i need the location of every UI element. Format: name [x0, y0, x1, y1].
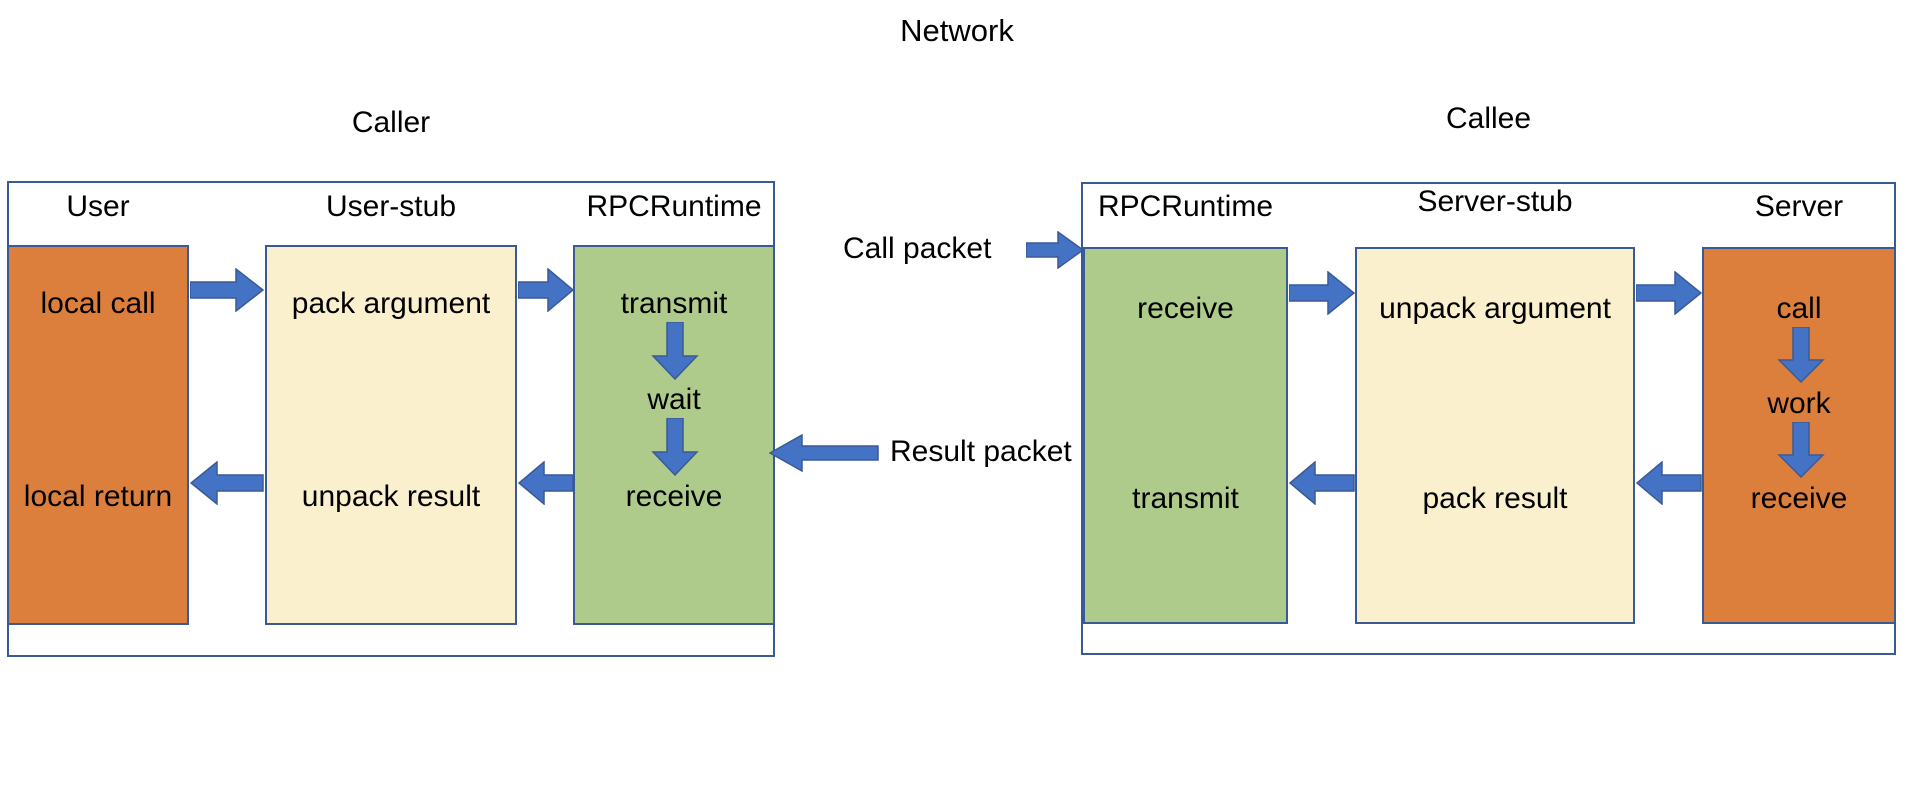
arrow-receive-to-unpackargument	[1289, 271, 1355, 315]
call-packet-label: Call packet	[843, 232, 992, 265]
caller-rpcruntime-step-2: receive	[625, 480, 723, 513]
network-title: Network	[900, 13, 1014, 48]
callee-server-step-1: work	[1767, 387, 1831, 420]
caller-user-header: User	[66, 190, 130, 223]
caller-user-step-1: local return	[23, 480, 173, 513]
callee-rpcruntime-step-0: receive	[1137, 292, 1234, 325]
arrow-localcall-to-packargument	[190, 268, 264, 312]
callee-server-step-2: receive	[1750, 482, 1848, 515]
result-packet-label: Result packet	[890, 435, 1072, 468]
callee-serverstub-step-1: pack result	[1422, 482, 1568, 515]
callee-server-column: call work receive	[1702, 247, 1896, 624]
caller-userstub-step-0: pack argument	[291, 287, 491, 320]
arrow-call-packet	[1026, 231, 1084, 269]
caller-rpcruntime-column: transmit wait receive	[573, 245, 775, 625]
caller-rpcruntime-header: RPCRuntime	[586, 190, 762, 223]
caller-rpcruntime-step-1: wait	[647, 383, 701, 416]
caller-title: Caller	[351, 106, 431, 139]
arrow-call-to-work	[1773, 327, 1829, 383]
arrow-packresult-to-transmit	[1289, 461, 1355, 505]
arrow-result-packet	[769, 434, 879, 472]
caller-user-column: local call local return	[7, 245, 189, 625]
callee-title: Callee	[1445, 102, 1532, 135]
callee-server-step-0: call	[1776, 292, 1822, 325]
callee-server-header: Server	[1754, 190, 1844, 223]
callee-rpcruntime-header: RPCRuntime	[1097, 190, 1274, 223]
callee-serverstub-header: Server-stub	[1417, 185, 1573, 218]
callee-rpcruntime-column: receive transmit	[1083, 247, 1288, 624]
callee-rpcruntime-step-1: transmit	[1132, 482, 1239, 515]
arrow-unpackargument-to-call	[1636, 271, 1702, 315]
caller-userstub-column: pack argument unpack result	[265, 245, 517, 625]
caller-userstub-header: User-stub	[325, 190, 457, 223]
callee-serverstub-column: unpack argument pack result	[1355, 247, 1635, 624]
arrow-unpackresult-to-localreturn	[190, 461, 264, 505]
caller-rpcruntime-step-0: transmit	[620, 287, 728, 320]
arrow-transmit-to-wait	[647, 322, 703, 380]
callee-serverstub-step-0: unpack argument	[1379, 292, 1611, 325]
caller-userstub-step-1: unpack result	[301, 480, 481, 513]
arrow-receive-to-packresult	[1636, 461, 1702, 505]
arrow-packargument-to-transmit	[518, 268, 574, 312]
arrow-wait-to-receive	[647, 418, 703, 476]
caller-user-step-0: local call	[40, 287, 156, 320]
arrow-receive-to-unpackresult	[518, 461, 574, 505]
arrow-work-to-receive	[1773, 422, 1829, 478]
